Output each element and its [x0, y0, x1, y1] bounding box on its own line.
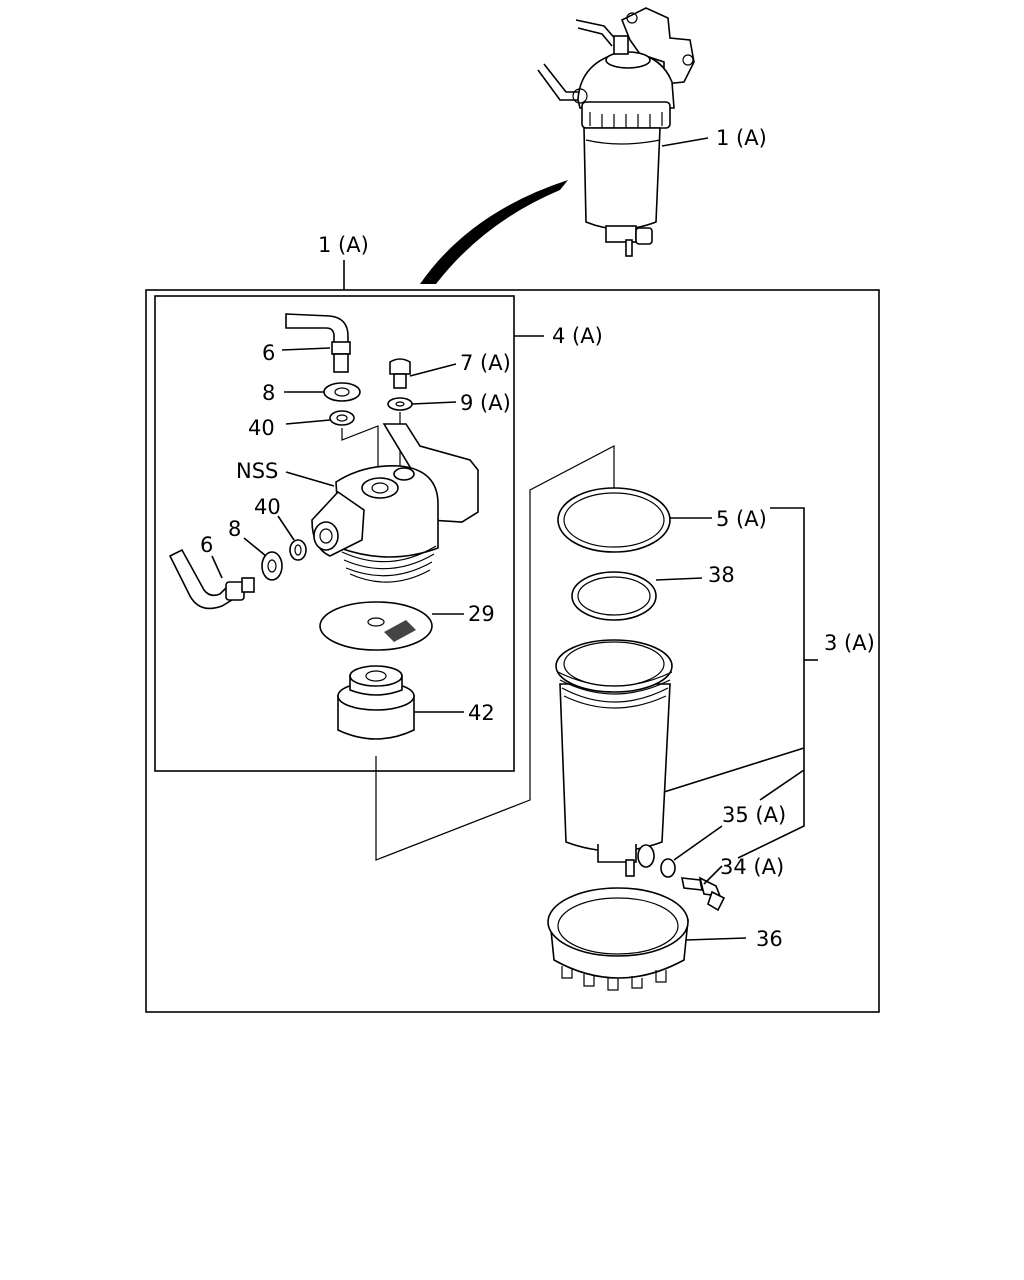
filter-plug	[337, 665, 415, 740]
head-subassembly-frame	[154, 295, 515, 772]
filter-screen	[319, 601, 433, 651]
label-screen: 29	[468, 602, 495, 626]
label-plug: 42	[468, 701, 495, 725]
label-hose-upper: 6	[262, 341, 275, 365]
drain-plug	[681, 876, 726, 912]
filter-head	[311, 423, 479, 583]
label-washer-upper: 8	[262, 381, 275, 405]
hose-lower	[168, 548, 255, 610]
gasket-small	[571, 571, 657, 621]
bolt	[389, 358, 411, 389]
label-bolt-washer: 9 (A)	[460, 391, 511, 415]
label-nss: NSS	[236, 459, 278, 483]
label-assembly-top: 1 (A)	[716, 126, 767, 150]
drain-seal	[660, 858, 676, 878]
assembled-filter-illustration	[537, 7, 695, 257]
gasket-large	[557, 487, 671, 553]
label-bolt: 7 (A)	[460, 351, 511, 375]
label-seal-upper: 40	[248, 416, 275, 440]
label-gasket-small: 38	[708, 563, 735, 587]
assembly-frame	[145, 289, 880, 1013]
label-bowl-assy: 3 (A)	[824, 631, 875, 655]
label-gasket-large: 5 (A)	[716, 507, 767, 531]
label-washer-lower: 8	[228, 517, 241, 541]
label-drain-seal: 35 (A)	[722, 803, 786, 827]
filter-bowl	[555, 639, 673, 877]
callout-arrow	[420, 180, 568, 284]
label-ring-nut: 36	[756, 927, 783, 951]
label-drain-plug: 34 (A)	[720, 855, 784, 879]
label-hose-lower: 6	[200, 533, 213, 557]
label-seal-lower: 40	[254, 495, 281, 519]
label-assembly-box: 1 (A)	[318, 233, 369, 257]
label-head-assy: 4 (A)	[552, 324, 603, 348]
hose-upper	[285, 313, 351, 373]
ring-nut	[547, 887, 689, 991]
